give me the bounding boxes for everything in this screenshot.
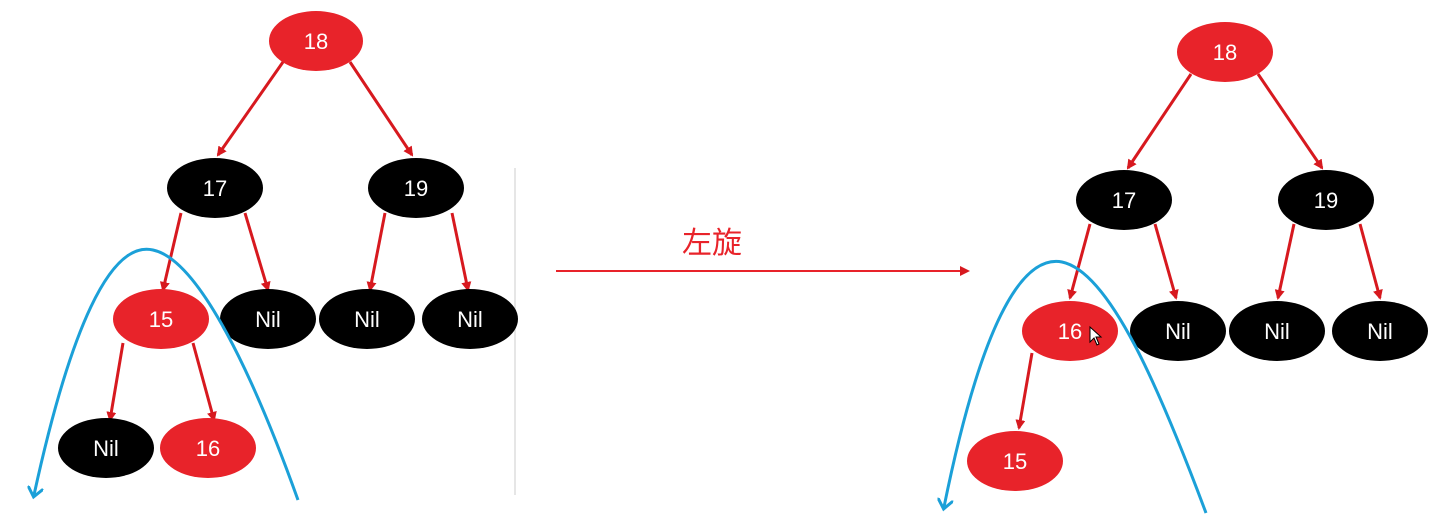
svg-text:Nil: Nil — [255, 307, 281, 332]
mouse-cursor-icon — [1089, 325, 1103, 346]
node-a17: 17 — [1076, 170, 1172, 230]
edge-b15-b16 — [191, 342, 217, 422]
edge-b18-b17 — [216, 61, 285, 157]
before-nodes: 18 17 19 15 Nil Nil Nil Nil 16 — [58, 11, 518, 478]
svg-text:16: 16 — [1058, 319, 1082, 344]
edge-b19-bnil2 — [366, 212, 387, 292]
node-a19: 19 — [1278, 170, 1374, 230]
svg-text:Nil: Nil — [354, 307, 380, 332]
edge-a19-anil3 — [1358, 223, 1383, 300]
node-a18: 18 — [1177, 22, 1273, 82]
rotation-label: 左旋 — [682, 226, 742, 261]
svg-text:18: 18 — [304, 29, 328, 54]
node-bnil1: Nil — [220, 289, 316, 349]
edge-b18-b19 — [348, 61, 414, 157]
rotation-arc-after — [944, 259, 1208, 514]
edge-a16-a15 — [1015, 352, 1034, 430]
edge-b15-bnil4 — [106, 342, 125, 422]
svg-text:19: 19 — [1314, 188, 1338, 213]
svg-text:15: 15 — [1003, 449, 1027, 474]
node-bnil3: Nil — [422, 289, 518, 349]
node-b16: 16 — [160, 418, 256, 478]
rotation-arc-before — [34, 247, 300, 501]
edge-a19-anil2 — [1274, 223, 1296, 300]
edge-a17-anil1 — [1153, 223, 1179, 300]
after-nodes: 18 17 19 16 Nil Nil Nil 15 — [967, 22, 1428, 491]
node-a16: 16 — [1022, 301, 1118, 361]
edge-a18-a17 — [1126, 73, 1193, 170]
edge-b17-b15 — [159, 212, 183, 292]
node-b17: 17 — [167, 158, 263, 218]
node-anil2: Nil — [1229, 301, 1325, 361]
node-b15: 15 — [113, 289, 209, 349]
edge-a18-a19 — [1256, 73, 1324, 170]
after-edges — [1015, 73, 1383, 430]
svg-text:Nil: Nil — [1367, 319, 1393, 344]
node-anil1: Nil — [1130, 301, 1226, 361]
svg-text:16: 16 — [196, 436, 220, 461]
svg-text:Nil: Nil — [93, 436, 119, 461]
svg-text:Nil: Nil — [1165, 319, 1191, 344]
svg-text:15: 15 — [149, 307, 173, 332]
edge-a17-a16 — [1067, 223, 1092, 300]
svg-text:Nil: Nil — [457, 307, 483, 332]
node-b19: 19 — [368, 158, 464, 218]
svg-text:17: 17 — [1112, 188, 1136, 213]
node-b18: 18 — [269, 11, 363, 71]
svg-text:19: 19 — [404, 176, 428, 201]
svg-text:Nil: Nil — [1264, 319, 1290, 344]
node-a15: 15 — [967, 431, 1063, 491]
node-anil3: Nil — [1332, 301, 1428, 361]
node-bnil2: Nil — [319, 289, 415, 349]
before-edges — [106, 61, 472, 422]
svg-text:18: 18 — [1213, 40, 1237, 65]
node-bnil4: Nil — [58, 418, 154, 478]
svg-text:17: 17 — [203, 176, 227, 201]
edge-b19-bnil3 — [450, 212, 472, 292]
edge-b17-bnil1 — [243, 212, 271, 292]
